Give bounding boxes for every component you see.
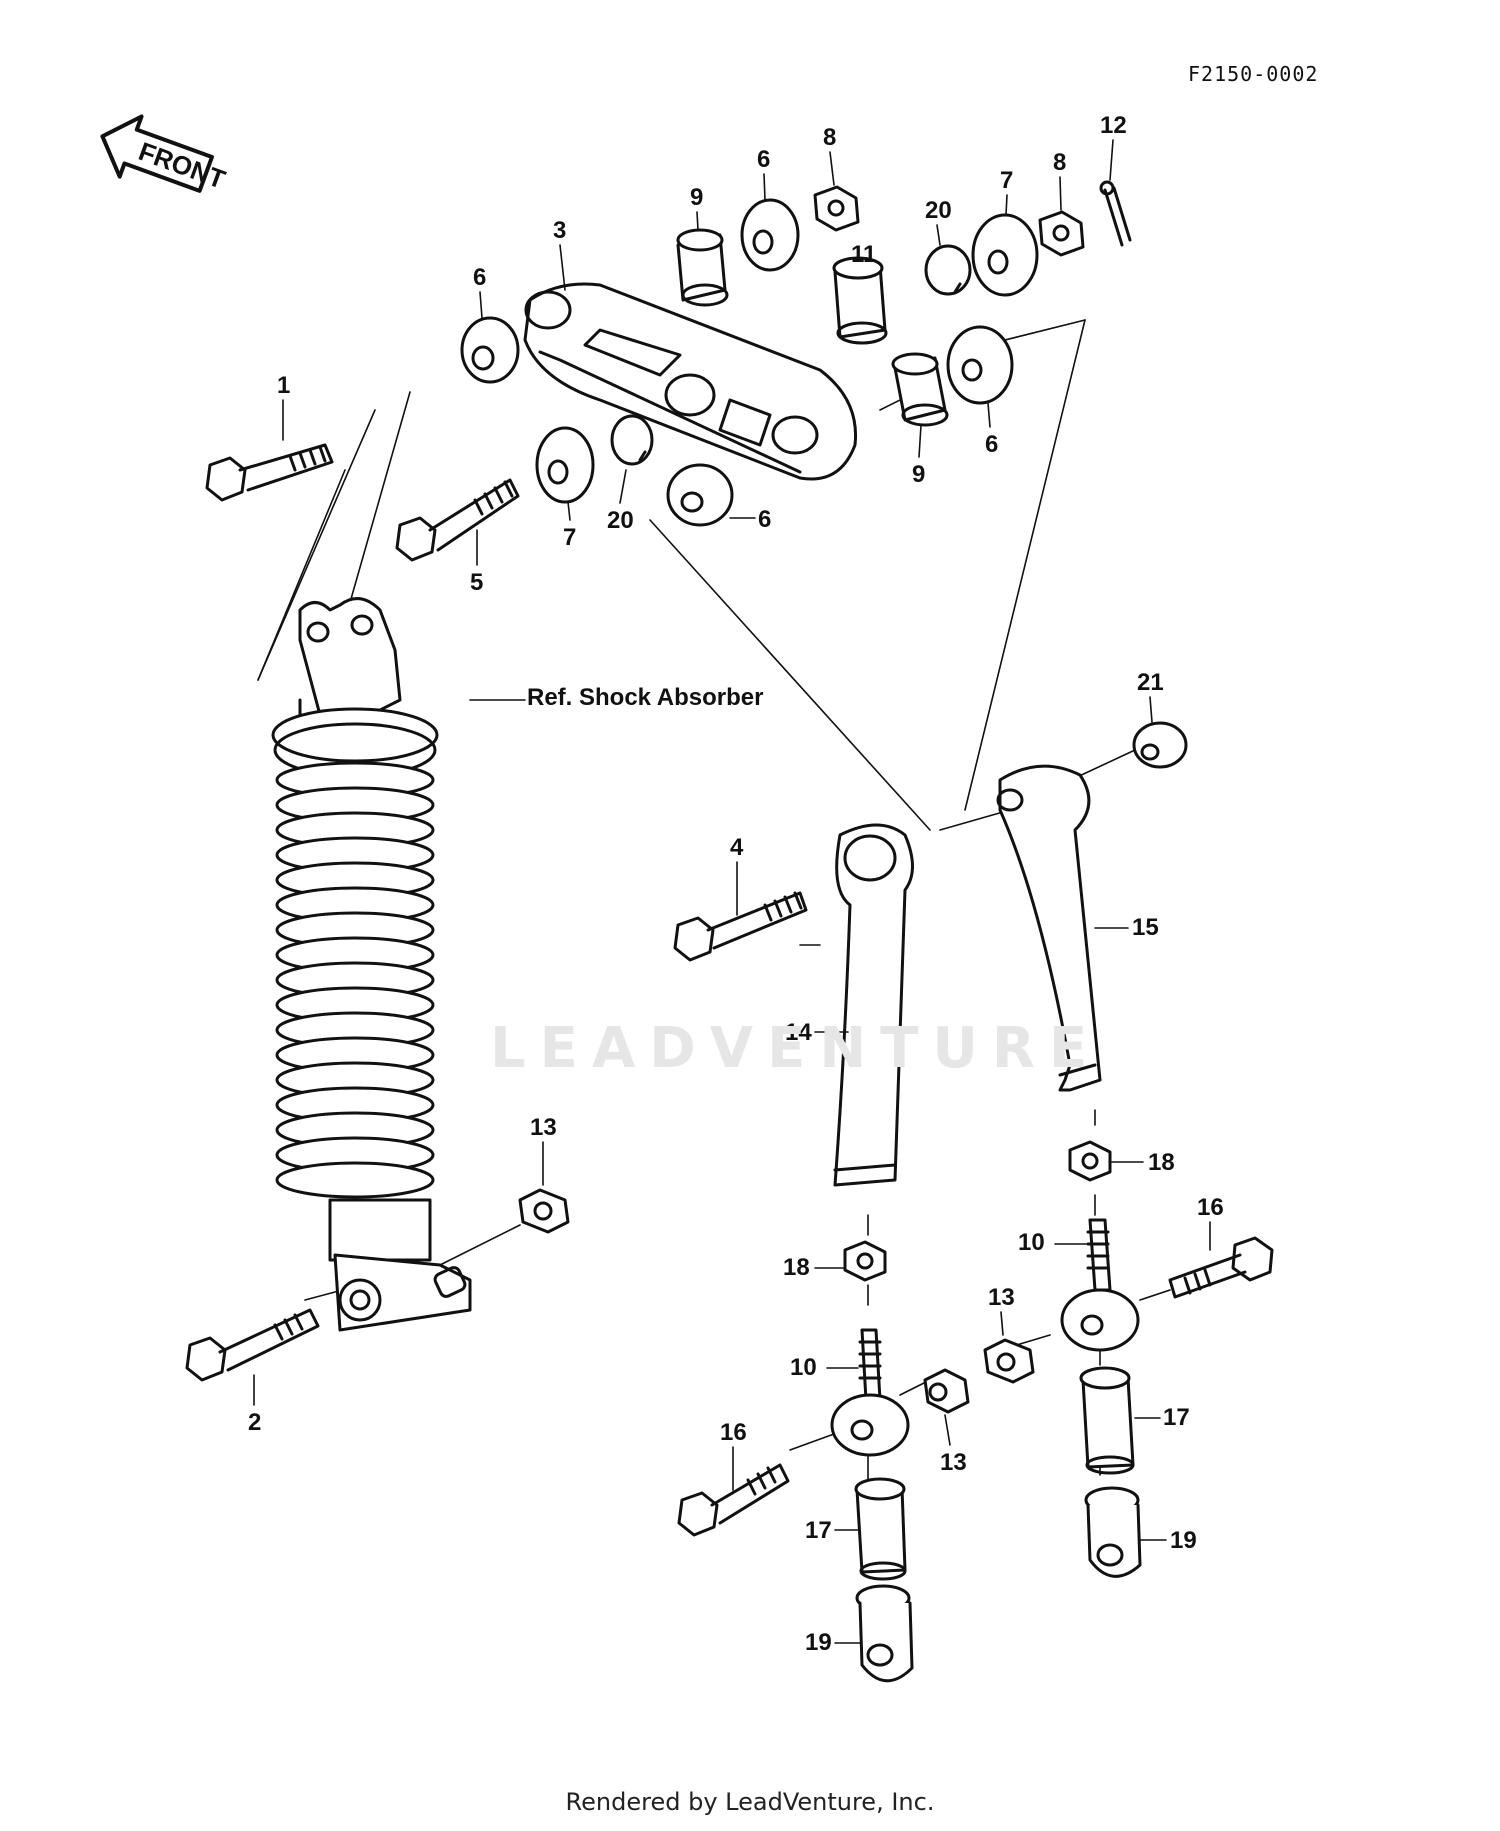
- collar-6-upper-left: [460, 316, 520, 384]
- callout-20-a: 20: [925, 197, 952, 224]
- sleeve-17-left: [854, 1477, 907, 1581]
- shock-absorber: [271, 597, 472, 1332]
- callout-7-a: 7: [1000, 167, 1013, 194]
- callout-6-c: 6: [985, 431, 998, 458]
- callout-18-b: 18: [783, 1254, 810, 1281]
- bushing-9-right: [891, 352, 949, 427]
- callout-6-b: 6: [757, 146, 770, 173]
- callout-8-a: 8: [823, 124, 836, 151]
- callout-labels: 1 2 3 4 5 6 6 6 6 7 7 8 8 9 9 10 10 11 1…: [248, 112, 1224, 1656]
- collar-6-right: [946, 325, 1014, 405]
- collar-7-top: [971, 213, 1039, 297]
- bolt-4: [673, 891, 808, 962]
- end-19-left: [855, 1584, 914, 1683]
- callout-9-b: 9: [912, 461, 925, 488]
- callout-14: 14: [785, 1019, 812, 1046]
- callout-16-b: 16: [720, 1419, 747, 1446]
- front-arrow-icon: FRONT: [100, 114, 229, 195]
- sleeve-17-right: [1079, 1366, 1135, 1475]
- callout-5: 5: [470, 569, 483, 596]
- bolt-16-right: [1168, 1236, 1274, 1299]
- callout-13-b: 13: [988, 1284, 1015, 1311]
- bolt-1: [205, 443, 334, 502]
- cotter-pin-12: [1099, 180, 1132, 247]
- rod-end-10-left: [830, 1328, 910, 1457]
- end-19-right: [1084, 1486, 1142, 1578]
- nut-13-middle: [983, 1338, 1035, 1384]
- collar-11: [832, 256, 888, 345]
- bolt-5: [395, 478, 520, 562]
- collar-7-left: [535, 426, 595, 504]
- callout-17-b: 17: [805, 1517, 832, 1544]
- callout-15: 15: [1132, 914, 1159, 941]
- bushing-9-top: [676, 228, 729, 307]
- callout-8-b: 8: [1053, 149, 1066, 176]
- drawing-code: F2150-0002: [1188, 62, 1319, 86]
- spring-coil: [275, 1161, 435, 1199]
- nut-18-right: [1068, 1140, 1112, 1182]
- callout-13-c: 13: [940, 1449, 967, 1476]
- callout-7-b: 7: [563, 524, 576, 551]
- nut-13-lower: [923, 1368, 970, 1414]
- collar-6-top: [740, 198, 800, 272]
- callout-6-a: 6: [473, 264, 486, 291]
- callout-10-b: 10: [790, 1354, 817, 1381]
- watermark: LEADVENTURE: [490, 1016, 1102, 1081]
- spring-coils: [275, 761, 435, 1199]
- nut-18-left: [843, 1240, 887, 1282]
- tie-rod-15: [996, 764, 1102, 1092]
- bolt-16-left: [677, 1463, 790, 1537]
- nut-8-top-left: [813, 185, 860, 232]
- circlip-20-top: [924, 244, 972, 296]
- rocker-arm: [523, 282, 858, 481]
- nut-13-shock: [518, 1188, 570, 1234]
- callout-4: 4: [730, 834, 744, 861]
- rod-end-10-right: [1060, 1218, 1140, 1352]
- callout-9-a: 9: [690, 184, 703, 211]
- callout-21: 21: [1137, 669, 1164, 696]
- bolt-2: [185, 1308, 320, 1382]
- collar-21: [1132, 721, 1188, 769]
- callout-19-a: 19: [1170, 1527, 1197, 1554]
- callout-20-b: 20: [607, 507, 634, 534]
- callout-13-a: 13: [530, 1114, 557, 1141]
- callout-12: 12: [1100, 112, 1127, 139]
- callout-11: 11: [851, 241, 876, 268]
- collar-6-lower: [666, 463, 734, 527]
- callout-6-d: 6: [758, 506, 771, 533]
- callout-17-a: 17: [1163, 1404, 1190, 1431]
- reference-label: Ref. Shock Absorber: [527, 684, 764, 711]
- callout-16-a: 16: [1197, 1194, 1224, 1221]
- callout-1: 1: [277, 372, 290, 399]
- callout-2: 2: [248, 1409, 261, 1436]
- tie-rod-14: [833, 823, 914, 1187]
- callout-10-a: 10: [1018, 1229, 1045, 1256]
- nut-8-top-right: [1038, 210, 1085, 257]
- footer-credit: Rendered by LeadVenture, Inc.: [565, 1788, 935, 1816]
- circlip-20-left: [610, 414, 654, 466]
- callout-3: 3: [553, 217, 566, 244]
- callout-18-a: 18: [1148, 1149, 1175, 1176]
- callout-19-b: 19: [805, 1629, 832, 1656]
